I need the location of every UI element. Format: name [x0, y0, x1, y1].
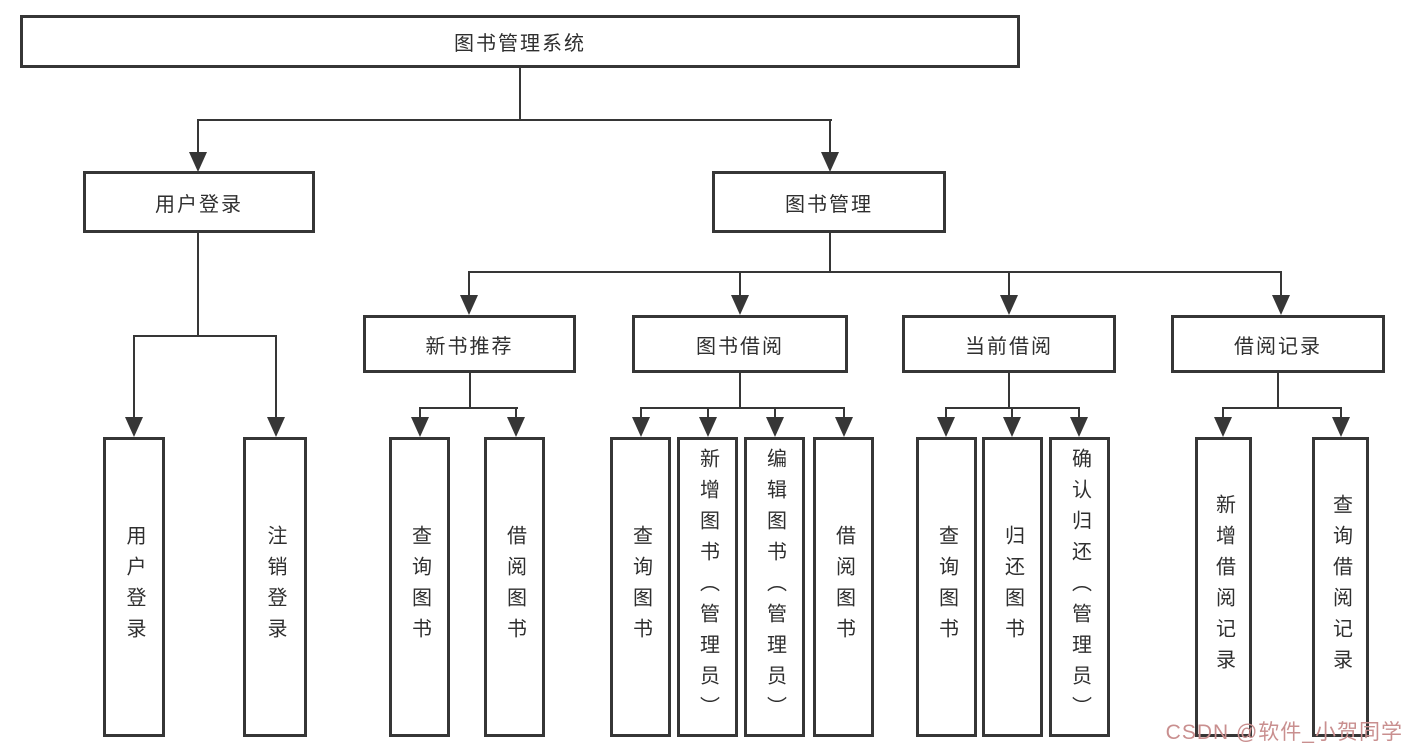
leaf-confirm-return-admin-label: 确认归还（管理员）: [1068, 447, 1091, 727]
arrow-down-icon: [835, 417, 853, 437]
leaf-query-books-2: 查询图书: [610, 437, 671, 737]
arrow-down-icon: [507, 417, 525, 437]
connector-line: [133, 335, 135, 419]
connector-line: [640, 407, 642, 419]
leaf-add-books-admin: 新增图书（管理员）: [677, 437, 738, 737]
leaf-query-borrow-record: 查询借阅记录: [1312, 437, 1369, 737]
node-current-borrow: 当前借阅: [902, 315, 1116, 373]
arrow-down-icon: [1000, 295, 1018, 315]
connector-line: [829, 233, 831, 273]
watermark: CSDN @软件_小贺同学: [1165, 721, 1403, 744]
arrow-down-icon: [937, 417, 955, 437]
connector-line: [707, 407, 709, 419]
connector-line: [197, 233, 199, 337]
connector-line: [515, 407, 517, 419]
arrow-down-icon: [1070, 417, 1088, 437]
node-new-book-recommend: 新书推荐: [363, 315, 576, 373]
connector-line: [1277, 373, 1279, 409]
leaf-query-borrow-record-label: 查询借阅记录: [1329, 494, 1352, 680]
leaf-edit-books-admin-label: 编辑图书（管理员）: [763, 447, 786, 727]
connector-line: [1078, 407, 1080, 419]
arrow-down-icon: [1332, 417, 1350, 437]
connector-line: [739, 271, 741, 297]
connector-line: [739, 373, 741, 409]
arrow-down-icon: [411, 417, 429, 437]
arrow-down-icon: [189, 152, 207, 172]
leaf-add-books-admin-label: 新增图书（管理员）: [696, 447, 719, 727]
node-book-management-label: 图书管理: [785, 193, 873, 216]
leaf-query-books-3-label: 查询图书: [935, 525, 958, 649]
connector-line: [469, 373, 471, 409]
arrow-down-icon: [821, 152, 839, 172]
connector-line: [197, 119, 832, 121]
arrow-down-icon: [699, 417, 717, 437]
leaf-borrow-books-2-label: 借阅图书: [832, 525, 855, 649]
arrow-down-icon: [1272, 295, 1290, 315]
node-current-borrow-label: 当前借阅: [965, 335, 1053, 358]
leaf-borrow-books-2: 借阅图书: [813, 437, 874, 737]
arrow-down-icon: [460, 295, 478, 315]
connector-line: [519, 67, 521, 121]
arrow-down-icon: [267, 417, 285, 437]
node-book-borrow: 图书借阅: [632, 315, 848, 373]
leaf-return-books-label: 归还图书: [1001, 525, 1024, 649]
connector-line: [640, 407, 845, 409]
connector-line: [1222, 407, 1224, 419]
leaf-user-login: 用户登录: [103, 437, 165, 737]
connector-line: [829, 119, 831, 153]
leaf-query-books-1: 查询图书: [389, 437, 450, 737]
node-book-borrow-label: 图书借阅: [696, 335, 784, 358]
connector-line: [1008, 373, 1010, 409]
node-borrow-records: 借阅记录: [1171, 315, 1385, 373]
connector-line: [1011, 407, 1013, 419]
connector-line: [774, 407, 776, 419]
leaf-query-books-1-label: 查询图书: [408, 525, 431, 649]
leaf-add-borrow-record-label: 新增借阅记录: [1212, 494, 1235, 680]
node-user-login: 用户登录: [83, 171, 315, 233]
arrow-down-icon: [1003, 417, 1021, 437]
leaf-logout-label: 注销登录: [264, 525, 286, 649]
arrow-down-icon: [125, 417, 143, 437]
connector-line: [843, 407, 845, 419]
node-borrow-records-label: 借阅记录: [1234, 335, 1322, 358]
leaf-query-books-3: 查询图书: [916, 437, 977, 737]
connector-line: [468, 271, 1282, 273]
connector-line: [1280, 271, 1282, 297]
connector-line: [945, 407, 947, 419]
arrow-down-icon: [731, 295, 749, 315]
connector-line: [1222, 407, 1342, 409]
connector-line: [133, 335, 277, 337]
connector-line: [419, 407, 518, 409]
leaf-query-books-2-label: 查询图书: [629, 525, 652, 649]
connector-line: [468, 271, 470, 297]
leaf-edit-books-admin: 编辑图书（管理员）: [744, 437, 805, 737]
connector-line: [419, 407, 421, 419]
node-root-label: 图书管理系统: [454, 33, 586, 55]
node-new-book-recommend-label: 新书推荐: [425, 335, 514, 358]
connector-line: [1340, 407, 1342, 419]
leaf-add-borrow-record: 新增借阅记录: [1195, 437, 1252, 737]
leaf-borrow-books-1-label: 借阅图书: [503, 525, 526, 649]
leaf-return-books: 归还图书: [982, 437, 1043, 737]
arrow-down-icon: [766, 417, 784, 437]
arrow-down-icon: [632, 417, 650, 437]
leaf-user-login-label: 用户登录: [123, 525, 145, 649]
leaf-logout: 注销登录: [243, 437, 307, 737]
connector-line: [275, 335, 277, 419]
leaf-borrow-books-1: 借阅图书: [484, 437, 545, 737]
connector-line: [197, 119, 199, 153]
connector-line: [1008, 271, 1010, 297]
node-book-management: 图书管理: [712, 171, 946, 233]
node-user-login-label: 用户登录: [155, 193, 243, 216]
arrow-down-icon: [1214, 417, 1232, 437]
leaf-confirm-return-admin: 确认归还（管理员）: [1049, 437, 1110, 737]
node-root: 图书管理系统: [20, 15, 1020, 68]
